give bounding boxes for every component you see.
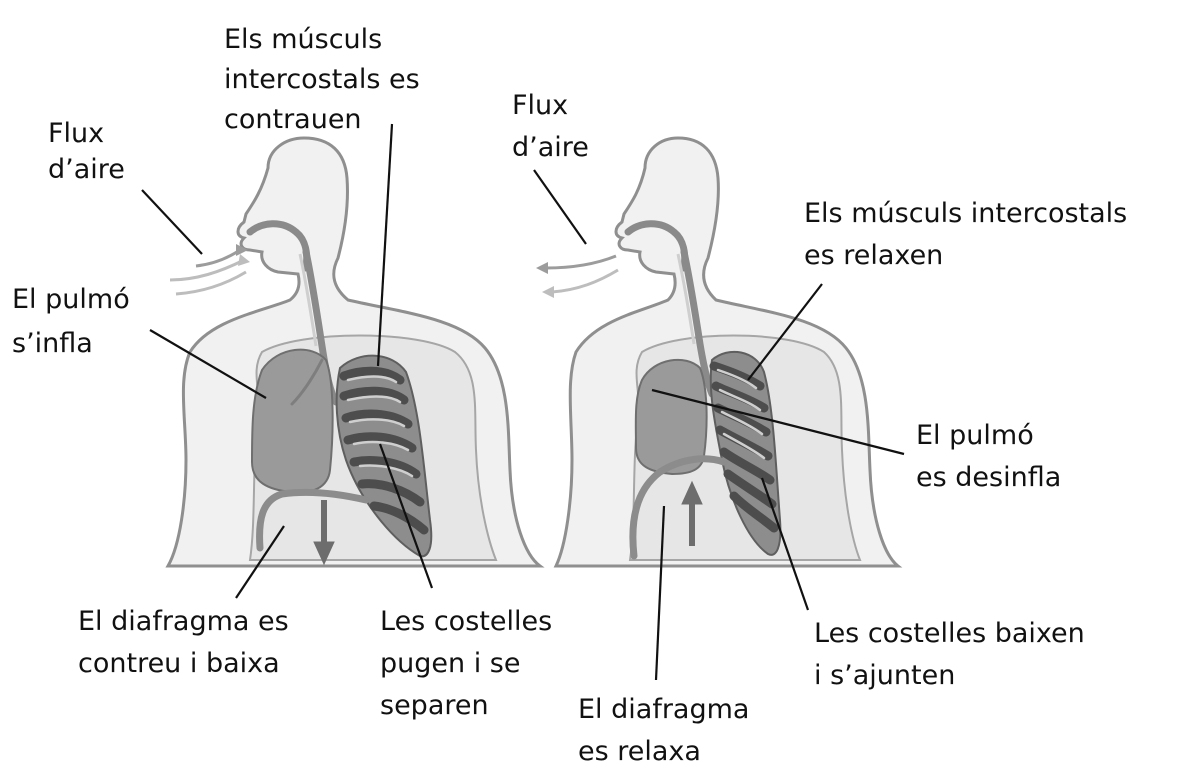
exhalation-intercostal-label-line: es relaxen: [804, 240, 943, 271]
inhalation-airflow-label-line: d’aire: [48, 154, 125, 185]
inhalation-intercostal-label-line: contrauen: [224, 104, 362, 135]
inhalation-intercostal-label-line: intercostals es: [224, 64, 420, 95]
inhalation-figure: [168, 138, 540, 566]
inhalation-lung-label-line: El pulmó: [12, 284, 130, 315]
exhalation-airflow-arrows: [536, 256, 618, 298]
exhalation-airflow-label-line: Flux: [512, 90, 568, 121]
exhalation-diaphragm-label: El diafragma es relaxa: [578, 694, 758, 767]
leader-line-inhalation-airflow: [142, 190, 202, 254]
exhalation-diaphragm-label-line: El diafragma: [578, 694, 749, 725]
inhalation-airflow-label: Flux d’aire: [48, 118, 125, 185]
inhalation-diaphragm-label-line: contreu i baixa: [78, 648, 280, 679]
exhalation-ribs-label: Les costelles baixen i s’ajunten: [814, 618, 1093, 691]
inhalation-intercostal-label: Els músculs intercostals es contrauen: [224, 24, 428, 135]
inhalation-intercostal-label-line: Els músculs: [224, 24, 382, 55]
inhalation-diaphragm-label-line: El diafragma es: [78, 606, 289, 637]
inhalation-diaphragm-label: El diafragma es contreu i baixa: [78, 606, 297, 679]
inhalation-airflow-arrows: [170, 244, 250, 294]
exhalation-airflow-label-line: d’aire: [512, 132, 589, 163]
inhalation-ribs-label: Les costelles pugen i se separen: [380, 606, 561, 721]
exhalation-lung-label: El pulmó es desinfla: [916, 420, 1061, 493]
exhalation-ribs-label-line: i s’ajunten: [814, 660, 955, 691]
exhalation-intercostal-label-line: Els músculs intercostals: [804, 198, 1127, 229]
exhalation-diaphragm-label-line: es relaxa: [578, 736, 701, 767]
leader-line-exhalation-airflow: [534, 170, 586, 244]
inhalation-ribs-label-line: Les costelles: [380, 606, 552, 637]
inhalation-ribs-label-line: pugen i se: [380, 648, 520, 679]
inhalation-lung: [252, 350, 333, 493]
exhalation-lung-label-line: El pulmó: [916, 420, 1034, 451]
inhalation-ribs-label-line: separen: [380, 690, 489, 721]
inhalation-airflow-label-line: Flux: [48, 118, 104, 149]
exhalation-ribs-label-line: Les costelles baixen: [814, 618, 1085, 649]
inhalation-lung-label-line: s’infla: [12, 328, 93, 359]
exhalation-lung-label-line: es desinfla: [916, 462, 1061, 493]
inhalation-lung-label: El pulmó s’infla: [12, 284, 138, 359]
exhalation-airflow-label: Flux d’aire: [512, 90, 589, 163]
exhalation-intercostal-label: Els músculs intercostals es relaxen: [804, 198, 1136, 271]
